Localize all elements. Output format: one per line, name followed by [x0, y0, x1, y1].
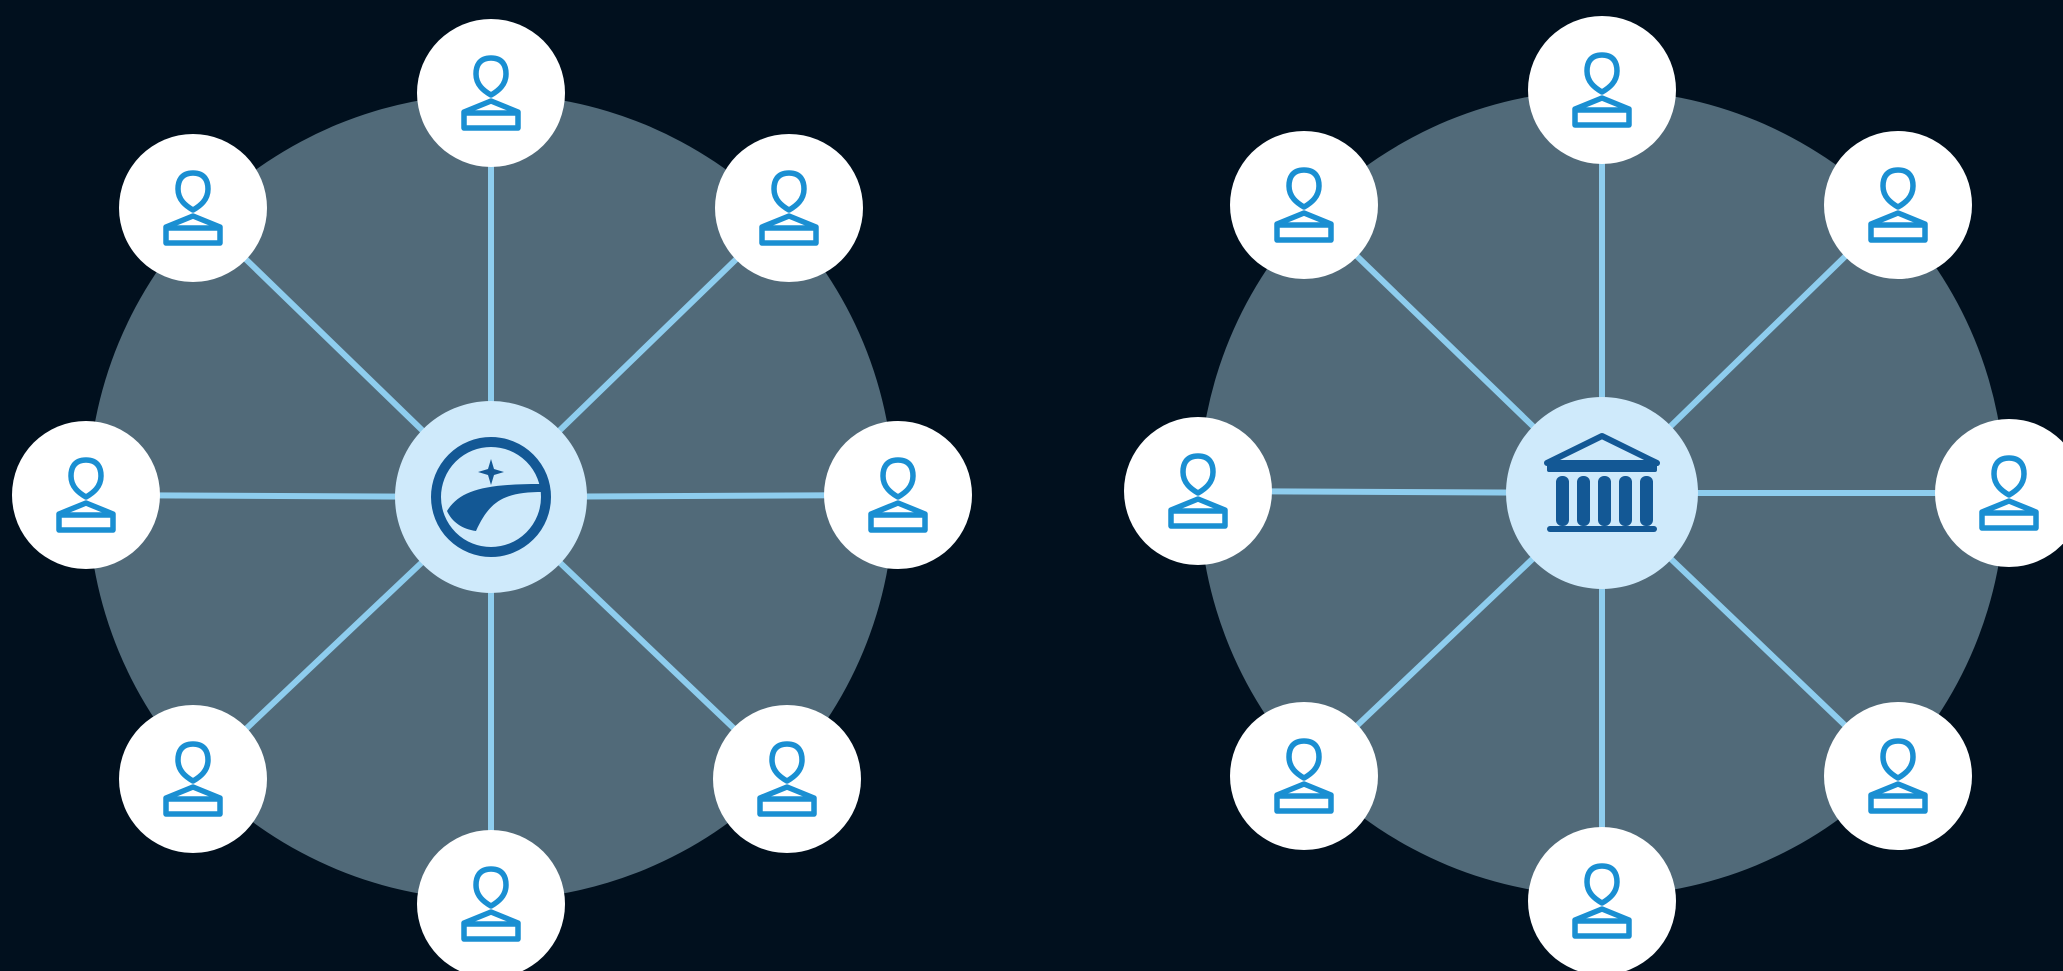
person-node [1230, 131, 1378, 279]
person-node-circle [1528, 827, 1676, 971]
person-node [1528, 16, 1676, 164]
person-node [1824, 702, 1972, 850]
person-node [713, 705, 861, 853]
person-node [824, 421, 972, 569]
person-node [1124, 417, 1272, 565]
network-right [1124, 16, 2063, 971]
person-node [119, 705, 267, 853]
person-node [715, 134, 863, 282]
person-node [1824, 131, 1972, 279]
person-node-circle [417, 830, 565, 971]
person-node [1230, 702, 1378, 850]
celestial-logo-icon [431, 437, 551, 557]
central-hub [1506, 397, 1698, 589]
person-node [417, 830, 565, 971]
person-node [1935, 419, 2063, 567]
network-left [12, 19, 972, 971]
person-node [12, 421, 160, 569]
person-node [1528, 827, 1676, 971]
person-node [417, 19, 565, 167]
person-node [119, 134, 267, 282]
central-hub [395, 401, 587, 593]
bank-building-icon [1544, 433, 1660, 532]
person-nodes [12, 19, 972, 971]
person-nodes [1124, 16, 2063, 971]
